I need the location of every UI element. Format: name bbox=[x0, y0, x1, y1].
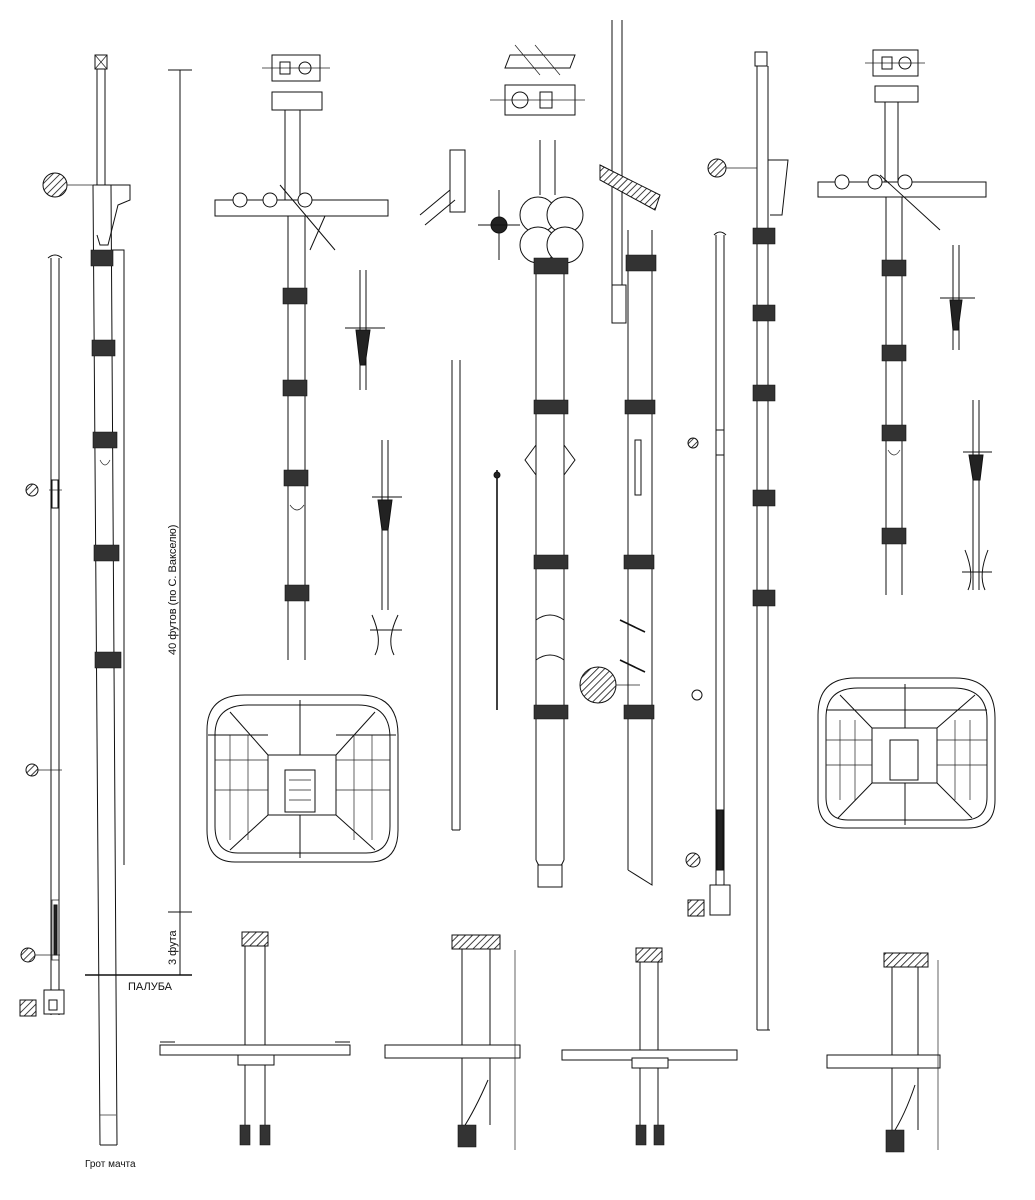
mast-right bbox=[708, 52, 788, 1030]
mast-section-circle bbox=[43, 173, 96, 197]
drawing-caption: Грот мачта bbox=[85, 1159, 136, 1170]
trestle-view-1 bbox=[160, 932, 350, 1145]
top-plan-left bbox=[207, 695, 398, 862]
centre-mast-front bbox=[520, 140, 583, 887]
detail-fittings-2 bbox=[420, 45, 585, 830]
scale-bar: 40 футов (по С. Вакселю) 3 фута bbox=[167, 70, 192, 975]
main-mast bbox=[91, 55, 130, 1145]
deck-line: ПАЛУБА bbox=[85, 975, 192, 993]
scale-main-label: 40 футов (по С. Вакселю) bbox=[167, 525, 179, 655]
centre-mast-side bbox=[600, 20, 660, 885]
section-circle-centre bbox=[580, 667, 640, 703]
top-plan-right bbox=[818, 678, 995, 828]
deck-label: ПАЛУБА bbox=[128, 981, 173, 993]
trestle-view-4 bbox=[827, 953, 940, 1152]
trestle-view-3 bbox=[562, 948, 737, 1145]
detail-fittings-3 bbox=[940, 245, 992, 590]
masthead-top-view-1 bbox=[215, 55, 388, 660]
scale-small-label: 3 фута bbox=[167, 929, 179, 965]
topmast-right bbox=[686, 232, 730, 916]
trestle-view-2 bbox=[385, 935, 520, 1150]
detail-fittings-1 bbox=[345, 270, 402, 655]
topmast-left bbox=[20, 255, 64, 1016]
masthead-top-view-2 bbox=[818, 50, 986, 595]
